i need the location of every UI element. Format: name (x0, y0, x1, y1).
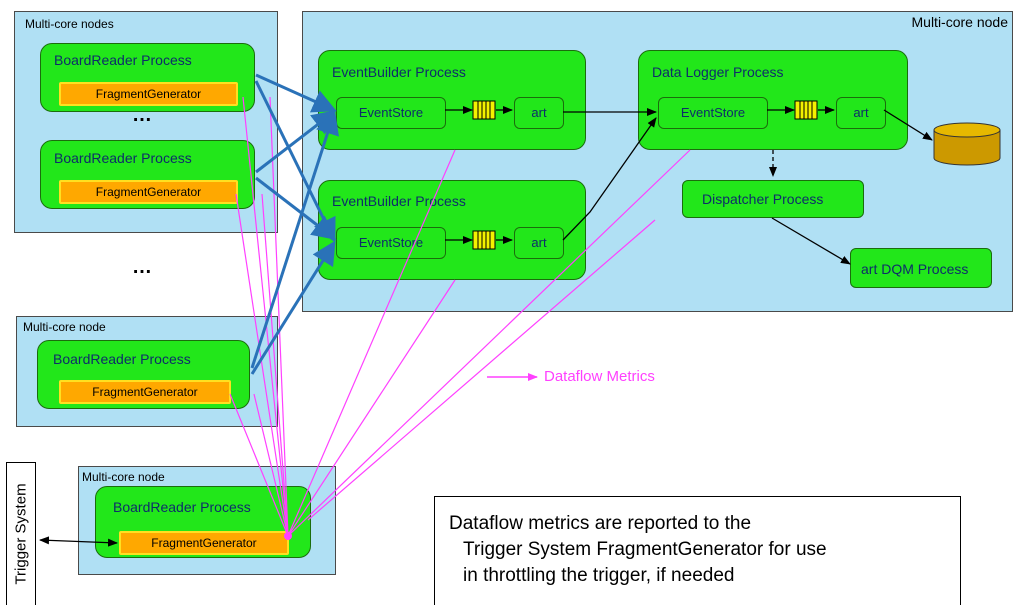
node-label: Multi-core nodes (25, 17, 114, 31)
art-dqm-process: art DQM Process (850, 248, 992, 288)
node-label: Multi-core node (82, 470, 165, 484)
disk-icon (933, 122, 1001, 166)
ellipsis: … (132, 256, 153, 278)
dataflow-metrics-legend: Dataflow Metrics (544, 368, 655, 385)
boardreader-process-4: BoardReader Process FragmentGenerator (95, 486, 311, 558)
art-box: art (514, 227, 564, 259)
eventbuilder-process-2: EventBuilder Process EventStore art (318, 180, 586, 280)
eventbuilder-process-1: EventBuilder Process EventStore art (318, 50, 586, 150)
datalogger-process: Data Logger Process EventStore art (638, 50, 908, 150)
node-label: Multi-core node (23, 320, 106, 334)
note-line: Trigger System FragmentGenerator for use (463, 539, 827, 560)
queue-icon (472, 230, 496, 250)
process-label: BoardReader Process (113, 499, 251, 515)
process-label: BoardReader Process (54, 150, 192, 166)
fragment-generator: FragmentGenerator (59, 82, 238, 106)
trigger-system-box: Trigger System (6, 462, 36, 605)
boardreader-process-3: BoardReader Process FragmentGenerator (37, 340, 250, 409)
note-line: in throttling the trigger, if needed (463, 565, 735, 586)
black-arrows (445, 106, 933, 265)
art-box: art (514, 97, 564, 129)
queue-icon (472, 100, 496, 120)
metrics-endpoint (284, 532, 292, 540)
boardreader-process-1: BoardReader Process FragmentGenerator (40, 43, 255, 112)
art-box: art (836, 97, 886, 129)
dispatcher-process: Dispatcher Process (682, 180, 864, 218)
note-box: Dataflow metrics are reported to the Tri… (434, 496, 961, 605)
fragment-generator: FragmentGenerator (59, 180, 238, 204)
node-label: Multi-core node (911, 14, 1009, 30)
process-label: art DQM Process (861, 261, 969, 277)
boardreader-process-2: BoardReader Process FragmentGenerator (40, 140, 255, 209)
process-label: BoardReader Process (53, 351, 191, 367)
process-label: BoardReader Process (54, 52, 192, 68)
process-label: Data Logger Process (652, 64, 784, 80)
trigger-arrow (39, 536, 118, 547)
fragment-generator: FragmentGenerator (119, 531, 289, 555)
eventstore: EventStore (336, 97, 446, 129)
queue-icon (794, 100, 818, 120)
process-label: EventBuilder Process (332, 193, 466, 209)
ellipsis: … (132, 104, 153, 126)
blue-arrows (250, 73, 339, 375)
note-line: Dataflow metrics are reported to the (449, 513, 752, 534)
fragment-generator: FragmentGenerator (59, 380, 231, 404)
eventstore: EventStore (336, 227, 446, 259)
process-label: Dispatcher Process (702, 191, 824, 207)
process-label: EventBuilder Process (332, 64, 466, 80)
eventstore: EventStore (658, 97, 768, 129)
metrics-lines (229, 96, 691, 537)
